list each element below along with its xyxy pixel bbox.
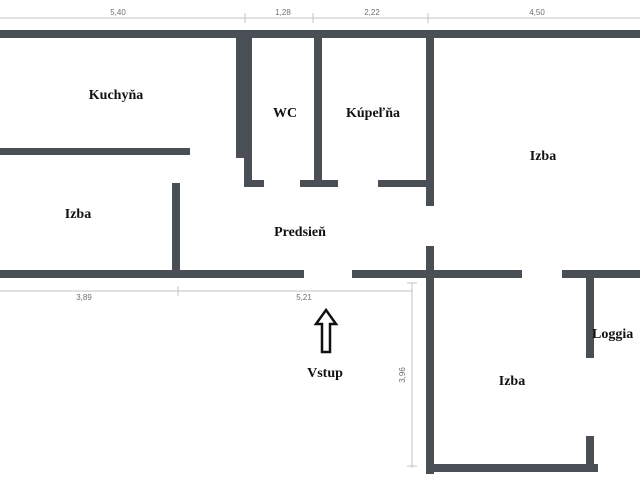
room-label-hall: Predsieň	[274, 225, 326, 240]
dimension-top-1: 5,40	[110, 8, 126, 17]
dimension-side-1: 3,96	[398, 367, 407, 383]
dimension-top-4: 4,50	[529, 8, 545, 17]
dimension-top-3: 2,22	[364, 8, 380, 17]
dimension-top-2: 1,28	[275, 8, 291, 17]
room-label-room-left: Izba	[65, 207, 91, 222]
room-label-room-upper-right: Izba	[530, 149, 556, 164]
dimension-bottom-1: 3,89	[76, 293, 92, 302]
room-label-room-lower-right: Izba	[499, 374, 525, 389]
dimension-bottom-2: 5,21	[296, 293, 312, 302]
room-label-bathroom: Kúpeľňa	[346, 106, 400, 121]
room-labels: Kuchyňa WC Kúpeľňa Izba Izba Predsieň Iz…	[65, 88, 633, 389]
dimension-labels: 5,40 1,28 2,22 4,50 3,89 5,21 3,96	[76, 8, 545, 383]
dimension-lines	[0, 13, 640, 468]
room-label-wc: WC	[273, 106, 297, 121]
entrance-label: Vstup	[307, 366, 343, 381]
walls	[0, 30, 640, 474]
room-label-loggia: Loggia	[592, 327, 633, 342]
entrance-arrow-icon	[313, 307, 339, 354]
room-label-kitchen: Kuchyňa	[89, 88, 143, 103]
